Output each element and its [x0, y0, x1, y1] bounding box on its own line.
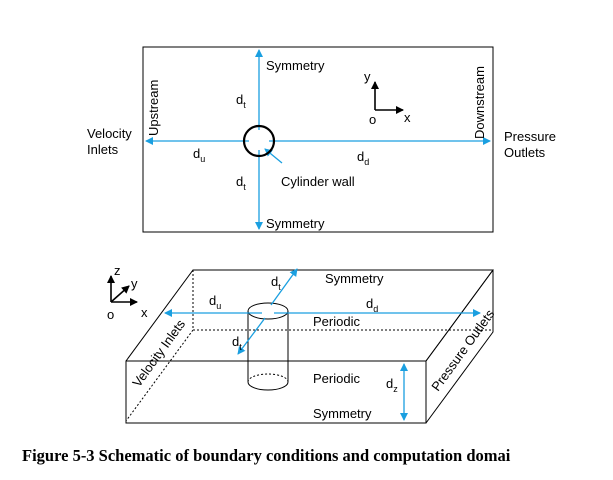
velocity-inlets-line1: Velocity — [87, 126, 132, 141]
velocity-inlets-3d-label: Velocity Inlets — [129, 316, 188, 390]
top-axis-x-label: x — [404, 110, 411, 125]
d-u-label: du — [193, 146, 205, 164]
box-edges — [125, 269, 494, 424]
pressure-outlets-3d-label: Pressure Outlets — [428, 306, 497, 394]
bottom-axes-icon — [107, 275, 138, 306]
pressure-outlets-line1: Pressure — [504, 129, 556, 144]
bottom-axis-x-label: x — [141, 305, 148, 320]
bottom-face-symmetry-label: Symmetry — [313, 406, 372, 421]
velocity-inlets-line2: Inlets — [87, 142, 119, 157]
d-d-3d-label: dd — [366, 296, 378, 314]
d-d-label: dd — [357, 149, 369, 167]
downstream-label: Downstream — [472, 66, 487, 139]
top-axes-icon — [371, 81, 404, 114]
cylinder-3d — [247, 302, 289, 391]
bottom-dimension-arrows — [164, 268, 481, 421]
periodic-back-label: Periodic — [313, 314, 360, 329]
top-face-symmetry-label: Symmetry — [325, 271, 384, 286]
top-axis-origin-label: o — [369, 112, 376, 127]
d-t-upper-arrow-3d — [270, 268, 298, 306]
top-diagram: y x o Symmetry Symmetry Cylinder wall Up… — [87, 46, 560, 233]
d-u-3d-label: du — [209, 293, 221, 311]
top-dimension-arrows — [145, 49, 491, 230]
upstream-label: Upstream — [146, 80, 161, 136]
d-t-lower-label: dt — [232, 334, 242, 352]
bottom-axis-z-label: z — [114, 263, 121, 278]
domain-rectangle — [142, 46, 494, 233]
pressure-outlets-label: Pressure Outlets — [504, 129, 560, 160]
cylinder-circle — [242, 124, 276, 158]
cylinder-wall-pointer — [264, 148, 283, 164]
bottom-symmetry-label: Symmetry — [266, 216, 325, 231]
bottom-axis-y-label: y — [131, 276, 138, 291]
velocity-inlets-label: Velocity Inlets — [87, 126, 135, 157]
hidden-edges — [125, 270, 493, 422]
d-z-label: dz — [386, 376, 398, 394]
cylinder-wall-label: Cylinder wall — [281, 174, 355, 189]
periodic-front-label: Periodic — [313, 371, 360, 386]
top-axis-y-label: y — [364, 69, 371, 84]
d-t-top-label: dt — [236, 92, 246, 110]
bottom-axis-origin-label: o — [107, 307, 114, 322]
d-t-upper-label: dt — [271, 274, 281, 292]
pressure-outlets-line2: Outlets — [504, 145, 546, 160]
top-symmetry-label: Symmetry — [266, 58, 325, 73]
d-t-bottom-label: dt — [236, 174, 246, 192]
bottom-diagram: z y x o Symmetry Periodic Periodic Symme… — [107, 263, 498, 424]
figure-caption: Figure 5-3 Schematic of boundary conditi… — [22, 446, 511, 465]
d-t-lower-arrow-3d — [237, 317, 266, 355]
